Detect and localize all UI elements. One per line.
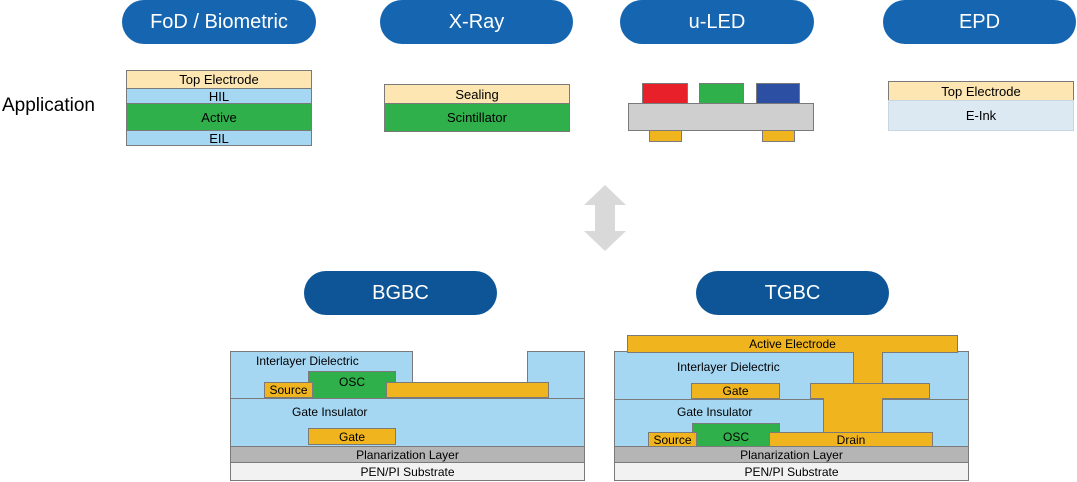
fod-hil: HIL: [126, 88, 312, 104]
category-fod-biometric: FoD / Biometric: [122, 0, 316, 44]
fod-active: Active: [126, 103, 312, 131]
category-uled: u-LED: [620, 0, 814, 44]
tgbc-osc: OSC: [692, 423, 780, 447]
uled-blue-chip: [756, 83, 800, 104]
uled-pad-left: [649, 130, 682, 142]
tgbc-planarization-layer: Planarization Layer: [614, 446, 969, 463]
bgbc-planarization-layer: Planarization Layer: [230, 446, 585, 463]
xray-scintillator: Scintillator: [384, 103, 570, 132]
tgbc-drain-contact-pad: [810, 383, 930, 399]
structure-tgbc: TGBC: [696, 271, 889, 315]
xray-sealing: Sealing: [384, 84, 570, 104]
tgbc-drain: Drain: [769, 432, 933, 447]
bgbc-drain: [386, 382, 549, 398]
uled-backplane: [628, 103, 814, 131]
uled-pad-right: [762, 130, 795, 142]
tgbc-substrate: PEN/PI Substrate: [614, 462, 969, 481]
category-epd: EPD: [883, 0, 1076, 44]
bgbc-substrate: PEN/PI Substrate: [230, 462, 585, 481]
epd-e-ink: E-Ink: [888, 100, 1074, 131]
category-uled-label: u-LED: [688, 10, 746, 33]
fod-eil: EIL: [126, 130, 312, 146]
structure-bgbc: BGBC: [304, 271, 497, 315]
structure-bgbc-label: BGBC: [372, 281, 429, 304]
double-arrow-icon: [584, 185, 626, 251]
tgbc-interlayer-dielectric-label: Interlayer Dielectric: [677, 360, 780, 374]
epd-top-electrode: Top Electrode: [888, 81, 1074, 101]
category-xray-label: X-Ray: [448, 10, 505, 33]
fod-top-electrode: Top Electrode: [126, 70, 312, 89]
bgbc-interlayer-dielectric-label: Interlayer Dielectric: [256, 354, 359, 368]
tgbc-source: Source: [648, 432, 697, 447]
tgbc-gate-insulator-label: Gate Insulator: [677, 405, 753, 419]
uled-green-chip: [699, 83, 744, 104]
category-xray: X-Ray: [380, 0, 573, 44]
category-fod-label: FoD / Biometric: [150, 10, 288, 33]
bgbc-gate: Gate: [308, 428, 396, 445]
tgbc-via-upper: [853, 352, 883, 384]
tgbc-via-lower: [823, 398, 883, 432]
structure-tgbc-label: TGBC: [764, 281, 821, 304]
uled-red-chip: [642, 83, 688, 104]
application-label: Application: [2, 95, 95, 116]
bgbc-osc: OSC: [308, 371, 396, 399]
bgbc-gate-insulator: [230, 398, 585, 447]
tgbc-gate: Gate: [691, 383, 780, 399]
bgbc-gate-insulator-label: Gate Insulator: [292, 405, 368, 419]
category-epd-label: EPD: [958, 10, 1001, 33]
bgbc-source: Source: [264, 382, 313, 398]
tgbc-active-electrode: Active Electrode: [627, 335, 958, 353]
